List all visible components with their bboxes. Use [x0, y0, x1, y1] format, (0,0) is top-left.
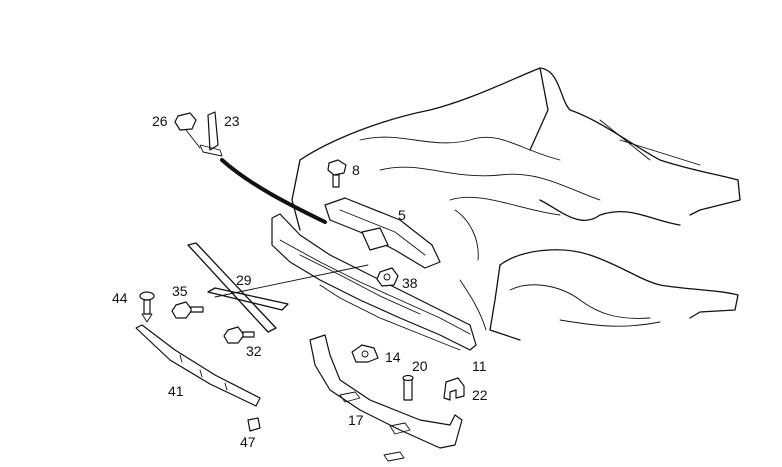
- label-44: 44: [112, 290, 128, 306]
- part-20-pin: [402, 374, 414, 401]
- label-32: 32: [246, 343, 262, 359]
- engine-body-outline: [291, 67, 741, 341]
- part-44-clip: [139, 291, 155, 323]
- part-35-screw: [171, 301, 204, 319]
- part-47-clip: [247, 417, 261, 432]
- label-35: 35: [172, 283, 188, 299]
- part-8-bolt: [327, 159, 347, 188]
- label-22: 22: [472, 387, 488, 403]
- label-14: 14: [385, 349, 401, 365]
- part-41-trim-strip: [135, 324, 261, 407]
- label-29: 29: [236, 272, 252, 288]
- part-14-bracket: [351, 344, 379, 363]
- part-11-cross-member: [271, 213, 477, 351]
- label-17: 17: [348, 412, 364, 428]
- part-5-lock-carrier: [324, 197, 441, 269]
- label-11: 11: [472, 358, 487, 374]
- label-41: 41: [168, 383, 184, 399]
- part-29-strut: [187, 242, 369, 333]
- part-22-clip: [443, 377, 465, 401]
- label-8: 8: [352, 162, 360, 178]
- part-23-bracket: [199, 111, 327, 224]
- label-38: 38: [402, 275, 418, 291]
- label-20: 20: [412, 358, 428, 374]
- part-labels: 26 23 8 5 29 38 44 35 32 14 20 11 22 41 …: [112, 113, 488, 450]
- part-26-nut: [174, 112, 201, 149]
- label-26: 26: [152, 113, 168, 129]
- label-47: 47: [240, 434, 256, 450]
- part-32-screw: [223, 326, 255, 344]
- label-23: 23: [224, 113, 240, 129]
- label-5: 5: [398, 207, 406, 223]
- part-38-nut: [376, 267, 399, 287]
- part-17-lower-support: [309, 334, 463, 462]
